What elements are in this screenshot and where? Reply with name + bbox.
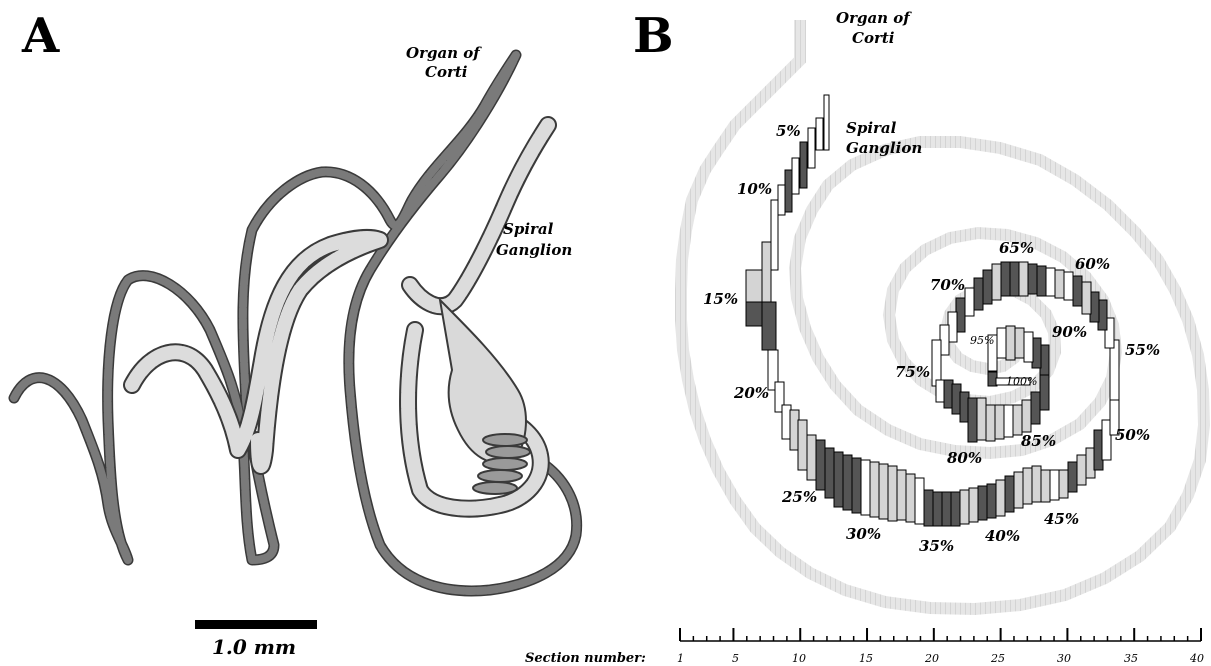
panel-b: B [525, 8, 1204, 666]
percent-label-15: 15% [703, 290, 738, 308]
panel-a-letter: A [21, 8, 60, 64]
percent-label-95: 95% [970, 334, 994, 347]
percent-label-90: 90% [1052, 323, 1087, 341]
tick-label-10: 10 [792, 652, 806, 665]
percent-label-55: 55% [1125, 341, 1160, 359]
percent-label-20: 20% [733, 384, 769, 402]
tick-label-40: 40 [1189, 652, 1204, 665]
tick-label-35: 35 [1124, 652, 1138, 665]
section-number-axis: Section number: 1 5 10 15 20 25 30 35 40 [525, 628, 1204, 666]
section-axis-title: Section number: [525, 651, 646, 666]
tick-label-5: 5 [732, 652, 739, 665]
tick-label-25: 25 [990, 652, 1005, 665]
axis-ticks [680, 628, 1201, 641]
spiral-ganglion-3d-tube [132, 125, 548, 509]
panel-b-letter: B [633, 8, 674, 64]
panel-b-organ-label-line2: Corti [852, 29, 895, 47]
percent-label-80: 80% [947, 449, 982, 467]
percent-label-85: 85% [1021, 432, 1056, 450]
percent-label-70: 70% [930, 276, 965, 294]
scale-bar [195, 620, 317, 629]
panel-a-ganglion-label-line2: Ganglion [496, 241, 572, 259]
panel-a-organ-label-line1: Organ of [406, 44, 482, 62]
percent-label-75: 75% [895, 363, 930, 381]
scale-bar-label: 1.0 mm [212, 635, 296, 659]
tick-label-15: 15 [859, 652, 873, 665]
percent-label-60: 60% [1075, 255, 1110, 273]
percent-label-40: 40% [985, 527, 1020, 545]
percent-label-35: 35% [919, 537, 954, 555]
percent-label-65: 65% [999, 239, 1034, 257]
percent-label-45: 45% [1044, 510, 1079, 528]
percent-label-30: 30% [846, 525, 881, 543]
panel-a-ganglion-label-line1: Spiral [503, 220, 554, 238]
tick-label-1: 1 [677, 652, 684, 665]
percent-label-50: 50% [1115, 426, 1150, 444]
panel-b-ganglion-label-line2: Ganglion [846, 139, 922, 157]
percent-label-10: 10% [737, 180, 772, 198]
percent-label-5: 5% [776, 122, 801, 140]
panel-a-organ-label-line2: Corti [425, 63, 468, 81]
panel-a: A Organ of Corti Spiral Ganglion 1.0 mm [14, 8, 577, 659]
panel-b-organ-label-line1: Organ of [836, 9, 912, 27]
tick-label-20: 20 [924, 652, 939, 665]
panel-b-ganglion-label-line1: Spiral [846, 119, 897, 137]
tick-label-30: 30 [1057, 652, 1071, 665]
percent-label-100: 100% [1006, 375, 1037, 388]
percent-label-25: 25% [781, 488, 817, 506]
